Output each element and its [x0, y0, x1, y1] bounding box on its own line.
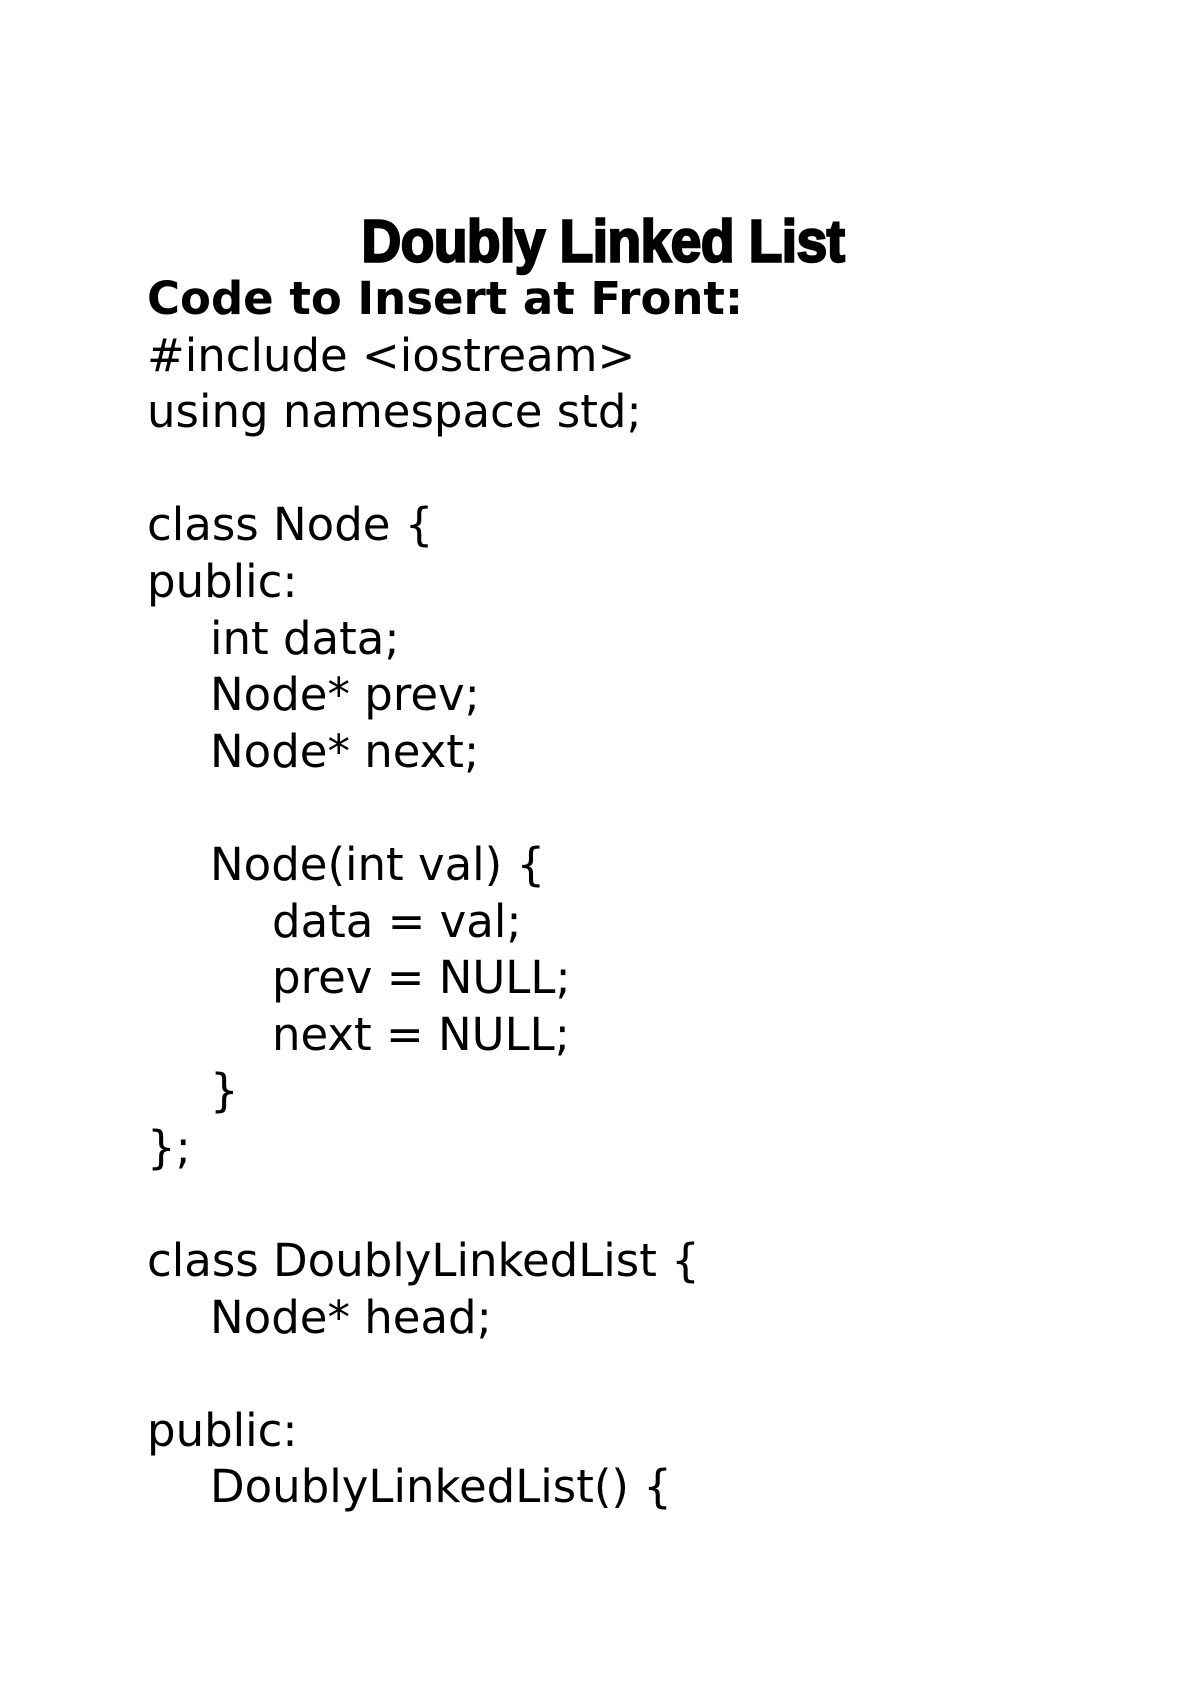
- code-line-blank: [147, 1177, 743, 1234]
- section-heading: Code to Insert at Front:: [147, 272, 743, 325]
- code-line: #include <iostream>: [147, 328, 636, 382]
- code-line-blank: [147, 1346, 743, 1403]
- code-line-blank: [147, 780, 743, 837]
- code-line: next = NULL;: [272, 1007, 570, 1061]
- code-line: public:: [147, 1403, 298, 1457]
- code-line: public:: [147, 554, 298, 608]
- code-line-blank: [147, 441, 743, 498]
- code-line: data = val;: [272, 894, 522, 948]
- code-line: }: [210, 1064, 239, 1118]
- code-line: };: [147, 1120, 191, 1174]
- code-line: class Node {: [147, 498, 434, 552]
- document-title: Doubly Linked List: [360, 206, 846, 275]
- code-line: prev = NULL;: [272, 951, 571, 1005]
- code-listing: Code to Insert at Front: #include <iostr…: [147, 271, 743, 1516]
- code-line: Node* head;: [210, 1290, 492, 1344]
- code-line: Node* next;: [210, 724, 480, 778]
- code-line: Node(int val) {: [210, 837, 546, 891]
- code-line: Node* prev;: [210, 668, 480, 722]
- code-line: int data;: [210, 611, 400, 665]
- code-line: DoublyLinkedList() {: [210, 1460, 672, 1514]
- code-line: class DoublyLinkedList {: [147, 1234, 700, 1288]
- code-line: using namespace std;: [147, 385, 642, 439]
